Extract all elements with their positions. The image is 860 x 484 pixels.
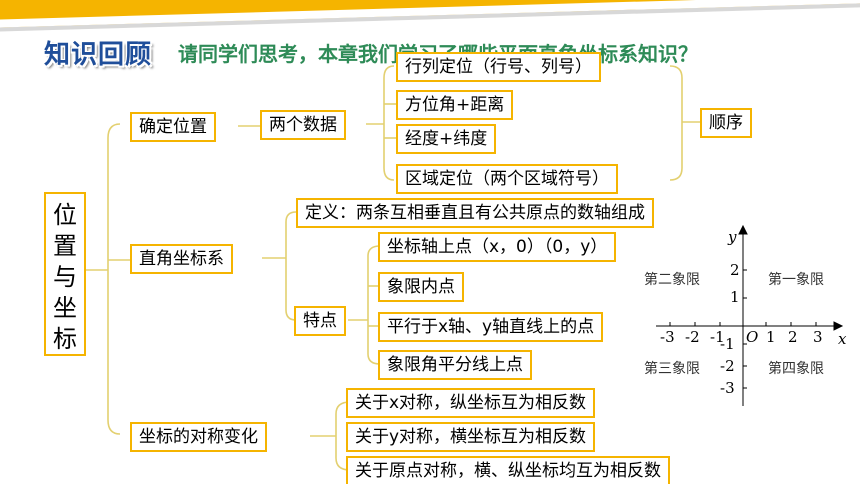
x-axis-label: x — [838, 330, 847, 348]
y-tick-1: 1 — [730, 288, 740, 306]
node-two-data: 两个数据 — [260, 110, 346, 140]
node-quadrant-points: 象限内点 — [378, 272, 464, 302]
y-tick--3: -3 — [720, 379, 735, 397]
node-y-symmetry: 关于y对称，横坐标互为相反数 — [346, 422, 596, 452]
x-tick-3: 3 — [813, 328, 823, 346]
x-tick-2: 2 — [788, 328, 798, 346]
node-axis-points: 坐标轴上点（x，0）（0，y） — [378, 232, 617, 262]
node-x-symmetry: 关于x对称，纵坐标互为相反数 — [346, 388, 596, 418]
node-definition: 定义：两条互相垂直且有公共原点的数轴组成 — [296, 198, 654, 228]
node-bisector-points: 象限角平分线上点 — [378, 350, 532, 380]
quadrant-4-label: 第四象限 — [768, 360, 824, 377]
node-order: 顺序 — [700, 108, 752, 138]
node-origin-symmetry: 关于原点对称，横、纵坐标均互为相反数 — [346, 456, 670, 484]
y-tick-2: 2 — [730, 261, 740, 279]
node-symmetry: 坐标的对称变化 — [130, 422, 267, 452]
root-label: 位置与坐标 — [53, 201, 77, 353]
quadrant-2-label: 第二象限 — [644, 271, 700, 288]
coordinate-plane: x y O -3 -2 -1 1 2 3 2 1 -1 -2 -3 第一象限 第… — [644, 224, 847, 406]
y-tick--2: -2 — [720, 357, 735, 375]
quadrant-3-label: 第三象限 — [644, 360, 700, 377]
node-region: 区域定位（两个区域符号） — [396, 164, 618, 194]
y-axis-arrow — [738, 224, 748, 235]
node-locate: 确定位置 — [130, 112, 216, 142]
y-axis-label: y — [727, 228, 737, 246]
node-parallel-lines: 平行于x轴、y轴直线上的点 — [378, 312, 604, 342]
x-axis-arrow — [833, 321, 844, 331]
x-tick--2: -2 — [685, 328, 700, 346]
node-row-column: 行列定位（行号、列号） — [396, 52, 601, 82]
section-logo: 知识回顾 — [44, 40, 153, 70]
node-bearing-distance: 方位角+距离 — [396, 90, 514, 120]
root-node: 位置与坐标 — [44, 192, 86, 356]
quadrant-1-label: 第一象限 — [768, 271, 824, 288]
x-tick--1: -1 — [710, 328, 725, 346]
node-coordinate-system: 直角坐标系 — [130, 244, 233, 274]
x-tick-1: 1 — [766, 328, 776, 346]
origin-label: O — [746, 328, 758, 346]
node-features: 特点 — [294, 306, 346, 336]
y-tick--1: -1 — [720, 335, 735, 353]
x-tick--3: -3 — [660, 328, 675, 346]
node-longitude-latitude: 经度+纬度 — [396, 124, 497, 154]
